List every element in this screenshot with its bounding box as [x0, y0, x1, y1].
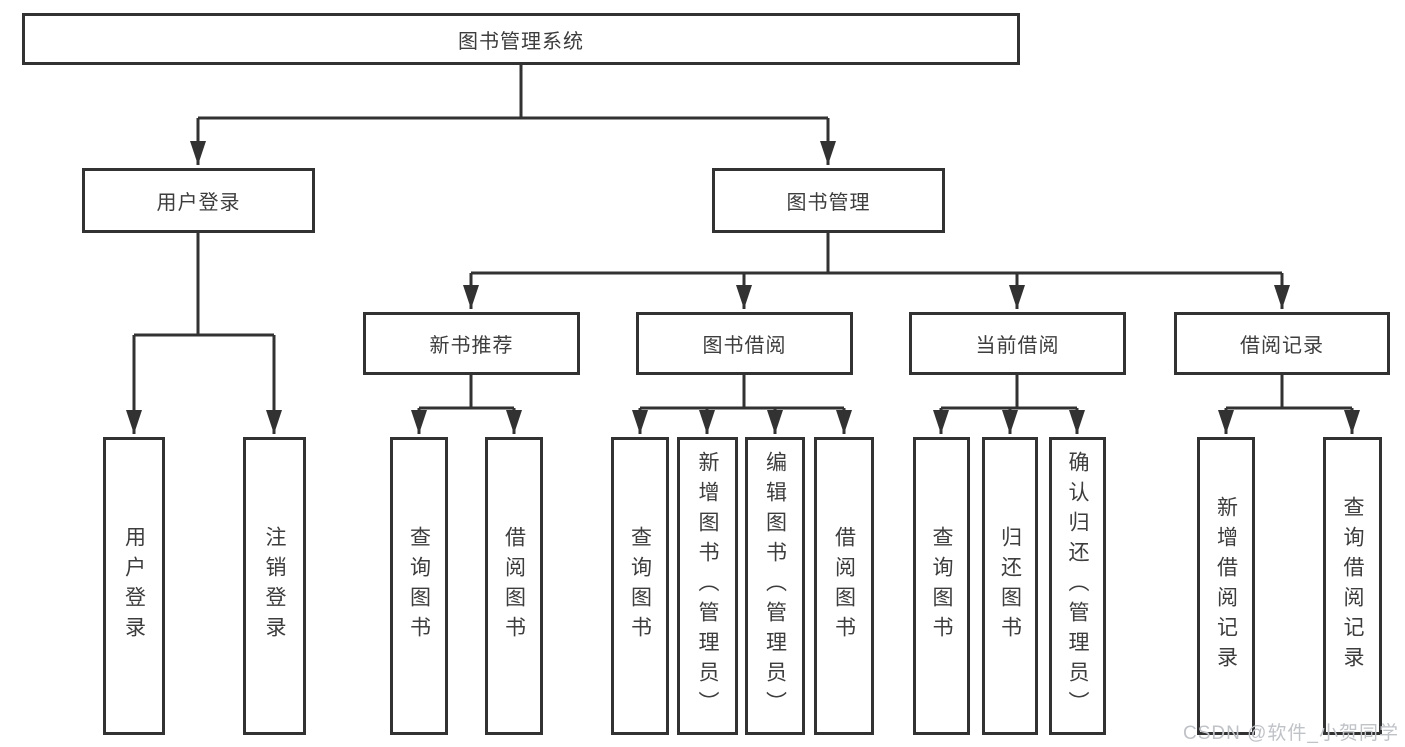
leaf-return-books: 归还图书 [982, 437, 1038, 735]
leaf-user-login: 用户登录 [103, 437, 165, 735]
leaf-label: 查询图书 [407, 526, 431, 646]
node-book-borrowing: 图书借阅 [636, 312, 853, 375]
leaf-label: 新增图书（管理员） [696, 451, 720, 721]
node-label: 图书管理系统 [458, 30, 584, 53]
leaf-label: 新增借阅记录 [1214, 496, 1238, 676]
leaf-query-books-2: 查询图书 [611, 437, 669, 735]
leaf-label: 用户登录 [122, 526, 146, 646]
leaf-label: 编辑图书（管理员） [763, 451, 787, 721]
leaf-label: 借阅图书 [502, 526, 526, 646]
node-label: 图书管理 [786, 192, 871, 214]
leaf-label: 确认归还（管理员） [1066, 451, 1090, 721]
leaf-label: 查询图书 [628, 526, 652, 646]
leaf-borrow-books-1: 借阅图书 [485, 437, 543, 735]
node-label: 当前借阅 [975, 335, 1060, 357]
leaf-label: 查询图书 [930, 526, 954, 646]
leaf-logout: 注销登录 [243, 437, 306, 735]
node-current-borrowing: 当前借阅 [909, 312, 1126, 375]
node-new-book-recommend: 新书推荐 [363, 312, 580, 375]
node-label: 借阅记录 [1240, 335, 1324, 357]
node-library-management-system: 图书管理系统 [22, 13, 1020, 65]
leaf-query-books-1: 查询图书 [390, 437, 448, 735]
node-user-login: 用户登录 [82, 168, 315, 233]
leaf-add-borrow-record: 新增借阅记录 [1197, 437, 1255, 735]
leaf-query-books-3: 查询图书 [913, 437, 970, 735]
leaf-confirm-return-admin: 确认归还（管理员） [1049, 437, 1106, 735]
node-label: 新书推荐 [429, 335, 514, 357]
leaf-add-books-admin: 新增图书（管理员） [677, 437, 738, 735]
node-book-management: 图书管理 [712, 168, 945, 233]
csdn-watermark: CSDN @软件_小贺同学 [1183, 723, 1399, 744]
leaf-label: 借阅图书 [832, 526, 856, 646]
node-borrow-records: 借阅记录 [1174, 312, 1390, 375]
leaf-edit-books-admin: 编辑图书（管理员） [745, 437, 805, 735]
node-label: 图书借阅 [702, 335, 787, 357]
leaf-label: 归还图书 [998, 526, 1022, 646]
leaf-query-borrow-record: 查询借阅记录 [1323, 437, 1382, 735]
node-label: 用户登录 [156, 192, 241, 214]
leaf-borrow-books-2: 借阅图书 [814, 437, 874, 735]
leaf-label: 查询借阅记录 [1341, 496, 1365, 676]
leaf-label: 注销登录 [263, 526, 287, 646]
